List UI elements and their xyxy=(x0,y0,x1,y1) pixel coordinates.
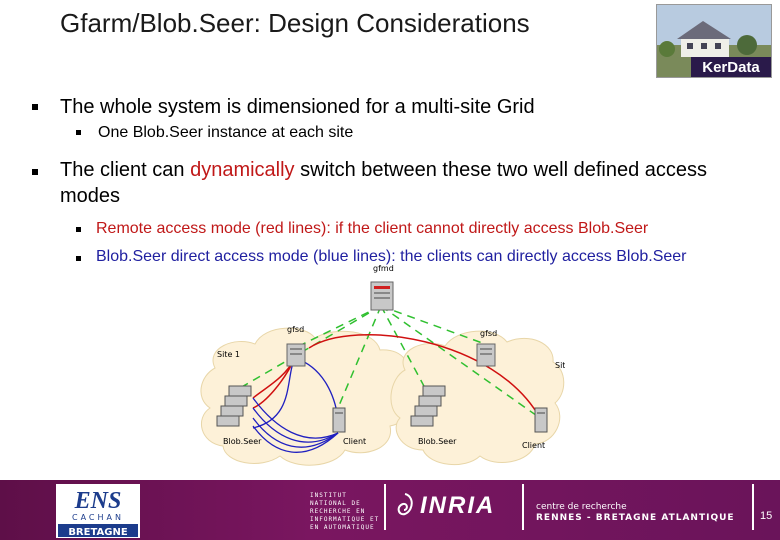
client-right-icon xyxy=(535,408,547,432)
ens-logo-city: CACHAN xyxy=(72,513,124,522)
ens-logo-region: BRETAGNE xyxy=(68,527,128,538)
page-number: 15 xyxy=(760,510,772,522)
site-1-label: Site 1 xyxy=(217,350,240,359)
bullet-2-text-before: The client can xyxy=(60,159,190,181)
centre-name: RENNES - BRETAGNE ATLANTIQUE xyxy=(536,513,735,523)
site-2-label: Site 2 xyxy=(555,361,565,370)
inria-swirl-icon xyxy=(394,492,416,518)
centre-label: centre de recherche xyxy=(536,502,627,512)
footer-divider xyxy=(752,484,754,530)
ens-logo: ENS CACHAN BRETAGNE xyxy=(56,484,140,538)
kerdata-logo: KerData xyxy=(656,4,772,78)
ens-logo-text: ENS xyxy=(74,488,122,514)
bullet-2: The client can dynamically switch betwee… xyxy=(60,157,750,209)
bullet-2-highlight: dynamically xyxy=(190,159,294,181)
slide-title: Gfarm/Blob.Seer: Design Considerations xyxy=(60,8,530,39)
gfsd-right-server-icon xyxy=(477,344,495,366)
architecture-diagram: gfmd gfsd gfsd Site 1 Site 2 Blob.Seer C… xyxy=(195,258,565,472)
sub-bullet-marker xyxy=(76,130,81,135)
bullet-2-sub-1: Remote access mode (red lines): if the c… xyxy=(96,219,648,239)
footer-divider xyxy=(384,484,386,530)
inria-logo-text: INRIA xyxy=(420,492,495,520)
logo-text: KerData xyxy=(702,59,760,76)
gfsd-right-label: gfsd xyxy=(480,329,497,338)
sub-bullet-marker xyxy=(76,256,81,261)
blobseer-left-label: Blob.Seer xyxy=(223,437,262,446)
institute-name: INSTITUT NATIONAL DE RECHERCHE EN INFORM… xyxy=(310,492,380,532)
bullet-1-sub-1: One Blob.Seer instance at each site xyxy=(98,123,353,143)
gfmd-server-icon xyxy=(371,282,393,310)
gfsd-left-server-icon xyxy=(287,344,305,366)
bullet-marker xyxy=(32,169,38,175)
gfsd-left-label: gfsd xyxy=(287,325,304,334)
gfmd-label: gfmd xyxy=(373,264,394,273)
sub-bullet-marker xyxy=(76,227,81,232)
client-left-label: Client xyxy=(343,437,366,446)
blobseer-right-label: Blob.Seer xyxy=(418,437,457,446)
footer-divider xyxy=(522,484,524,530)
bullet-1: The whole system is dimensioned for a mu… xyxy=(60,94,760,120)
bullet-marker xyxy=(32,104,38,110)
client-right-label: Client xyxy=(522,441,545,450)
client-left-icon xyxy=(333,408,345,432)
